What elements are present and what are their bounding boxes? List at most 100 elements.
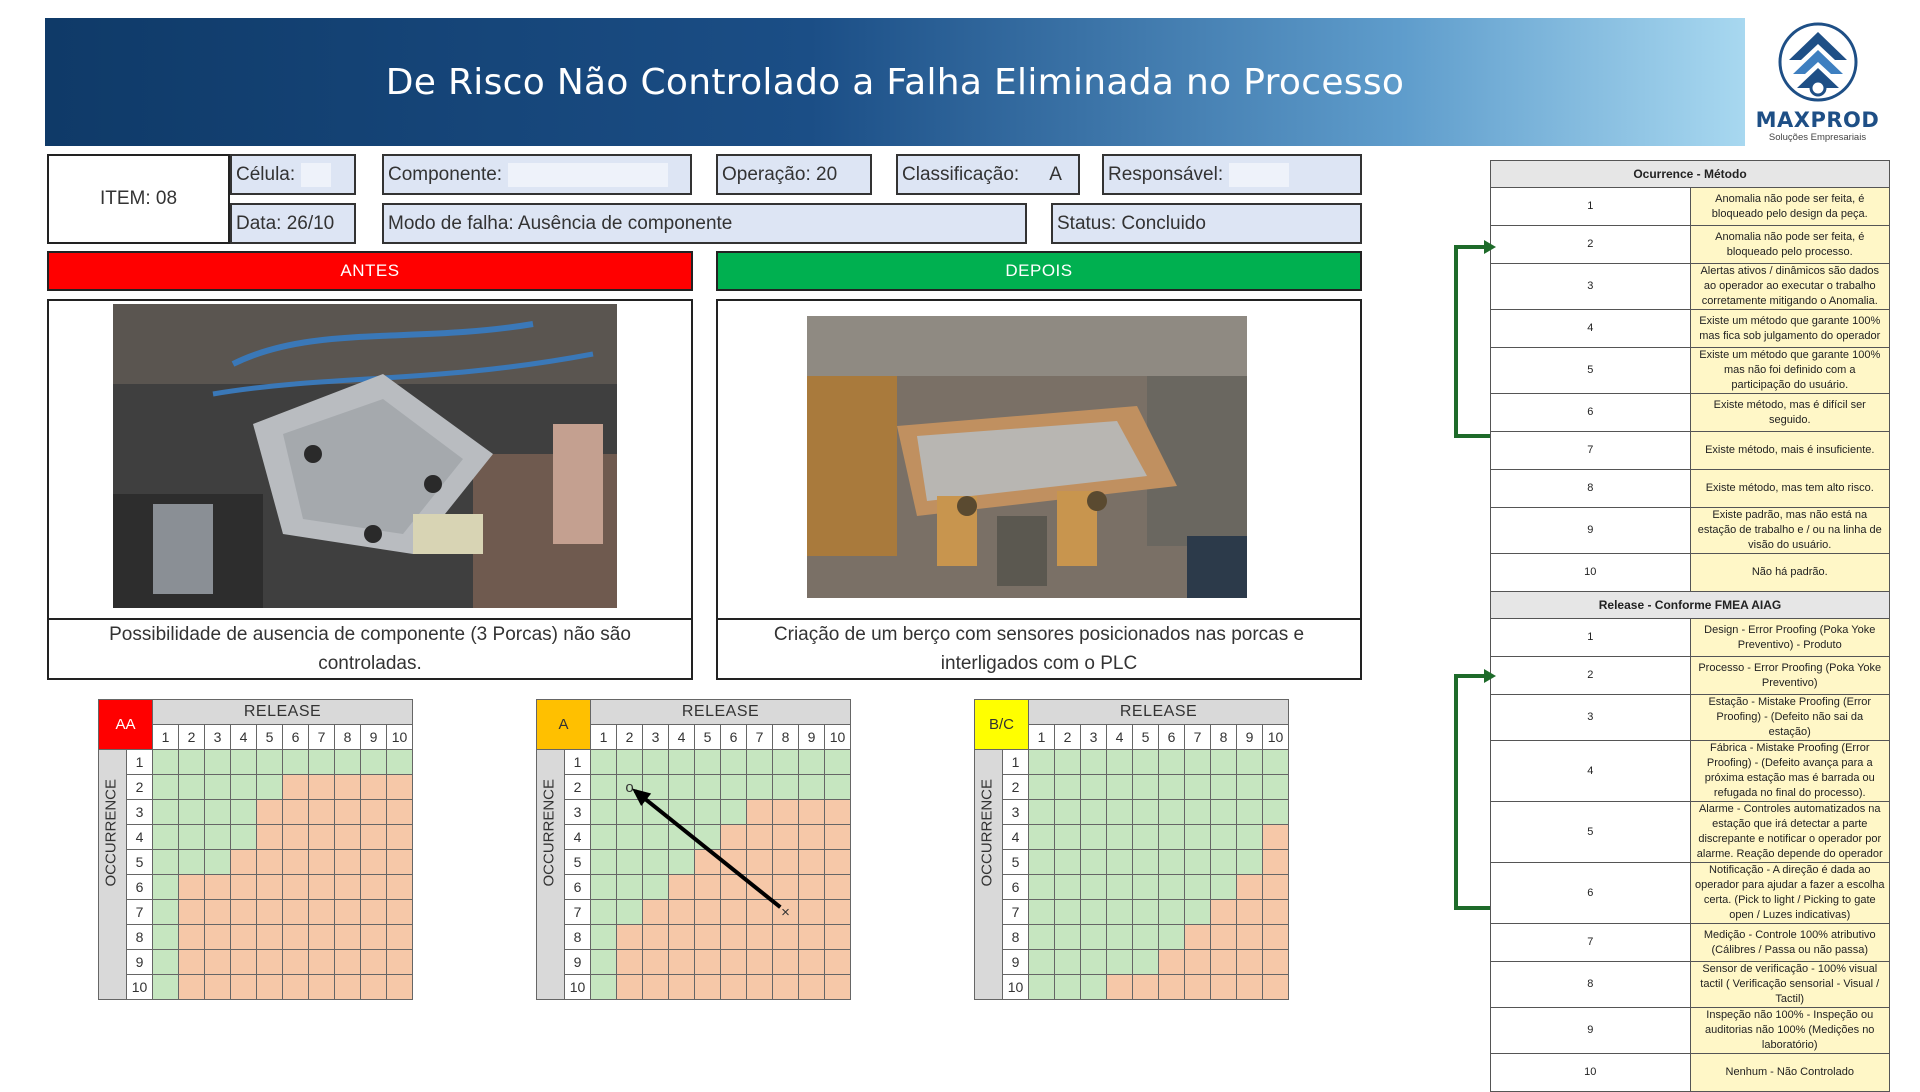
matrix-cell <box>824 899 852 925</box>
responsavel-field[interactable]: Responsável: <box>1102 154 1362 195</box>
matrix-cell <box>308 949 336 975</box>
matrix-row-number: 7 <box>1001 899 1030 925</box>
matrix-cell <box>1262 899 1290 925</box>
matrix-col-number: 3 <box>1080 724 1108 750</box>
reference-row-number: 3 <box>1490 694 1691 741</box>
item-number: ITEM: 08 <box>47 154 230 244</box>
matrix-cell <box>694 949 722 975</box>
matrix-cell <box>1210 899 1238 925</box>
matrix-cell <box>642 924 670 950</box>
matrix-cell <box>772 774 800 800</box>
matrix-col-number: 4 <box>668 724 696 750</box>
matrix-col-number: 8 <box>334 724 362 750</box>
matrix-cell <box>256 774 284 800</box>
matrix-cell <box>178 949 206 975</box>
matrix-cell <box>1210 749 1238 775</box>
matrix-col-number: 8 <box>772 724 800 750</box>
reference-row-text: Sensor de verificação - 100% visual tact… <box>1689 961 1890 1008</box>
matrix-cell <box>282 924 310 950</box>
matrix-cell <box>152 799 180 825</box>
classificacao-field[interactable]: Classificação:A <box>896 154 1080 195</box>
reference-row-number: 7 <box>1490 431 1691 470</box>
matrix-cell <box>204 849 232 875</box>
matrix-cell <box>1054 799 1082 825</box>
matrix-row-number: 4 <box>563 824 592 850</box>
reference-row-number: 9 <box>1490 1007 1691 1054</box>
matrix-cell <box>746 899 774 925</box>
reference-row-number: 3 <box>1490 263 1691 310</box>
matrix-cell <box>204 899 232 925</box>
celula-field[interactable]: Célula: <box>230 154 356 195</box>
matrix-class-tag: A <box>535 699 592 750</box>
matrix-cell <box>616 874 644 900</box>
matrix-row-number: 2 <box>1001 774 1030 800</box>
matrix-cell <box>1028 824 1056 850</box>
matrix-col-number: 4 <box>1106 724 1134 750</box>
reference-row-number: 1 <box>1490 187 1691 226</box>
matrix-cell <box>668 749 696 775</box>
matrix-cell-to-marker: × <box>772 899 800 925</box>
reference-row-text: Existe método, mas tem alto risco. <box>1689 469 1890 508</box>
reference-row-number: 7 <box>1490 923 1691 962</box>
matrix-cell <box>256 899 284 925</box>
matrix-row-number: 7 <box>563 899 592 925</box>
matrix-cell <box>642 949 670 975</box>
reference-row-number: 2 <box>1490 225 1691 264</box>
operacao-field[interactable]: Operação: 20 <box>716 154 872 195</box>
reference-row-text: Processo - Error Proofing (Poka Yoke Pre… <box>1689 656 1890 695</box>
matrix-row-number: 1 <box>563 749 592 775</box>
matrix-cell <box>282 774 310 800</box>
matrix-col-number: 2 <box>1054 724 1082 750</box>
matrix-cell <box>824 949 852 975</box>
matrix-cell <box>668 899 696 925</box>
matrix-cell <box>152 949 180 975</box>
modo-falha-field[interactable]: Modo de falha: Ausência de componente <box>382 203 1027 244</box>
matrix-cell <box>230 849 258 875</box>
matrix-cell <box>1132 874 1160 900</box>
matrix-cell <box>798 899 826 925</box>
matrix-cell <box>590 774 618 800</box>
matrix-cell <box>590 949 618 975</box>
matrix-cell <box>746 924 774 950</box>
matrix-cell <box>1054 924 1082 950</box>
matrix-col-number: 10 <box>824 724 852 750</box>
reference-row-text: Existe padrão, mas não está na estação d… <box>1689 507 1890 554</box>
matrix-cell <box>1028 749 1056 775</box>
matrix-cell <box>334 924 362 950</box>
matrix-cell <box>642 749 670 775</box>
status-field[interactable]: Status: Concluido <box>1051 203 1362 244</box>
matrix-release-label: RELEASE <box>1028 699 1290 725</box>
matrix-cell <box>720 749 748 775</box>
data-field[interactable]: Data: 26/10 <box>230 203 356 244</box>
matrix-cell <box>668 824 696 850</box>
matrix-col-number: 3 <box>204 724 232 750</box>
matrix-cell <box>1262 974 1290 1000</box>
matrix-cell <box>178 974 206 1000</box>
matrix-cell <box>1236 899 1264 925</box>
matrix-cell <box>1080 799 1108 825</box>
matrix-cell <box>694 799 722 825</box>
matrix-cell <box>1158 974 1186 1000</box>
matrix-cell <box>1054 849 1082 875</box>
matrix-cell <box>720 899 748 925</box>
matrix-cell <box>1054 949 1082 975</box>
matrix-cell <box>1028 874 1056 900</box>
matrix-cell <box>1236 849 1264 875</box>
matrix-cell <box>1158 924 1186 950</box>
occurrence-table-title: Ocurrence - Método <box>1490 160 1890 188</box>
matrix-cell <box>1158 774 1186 800</box>
matrix-occurrence-label: OCCURRENCE <box>540 778 558 887</box>
matrix-cell <box>178 799 206 825</box>
matrix-cell <box>1132 924 1160 950</box>
matrix-cell <box>668 849 696 875</box>
componente-field[interactable]: Componente: <box>382 154 692 195</box>
matrix-cell <box>746 749 774 775</box>
matrix-cell <box>1054 749 1082 775</box>
matrix-cell <box>282 899 310 925</box>
